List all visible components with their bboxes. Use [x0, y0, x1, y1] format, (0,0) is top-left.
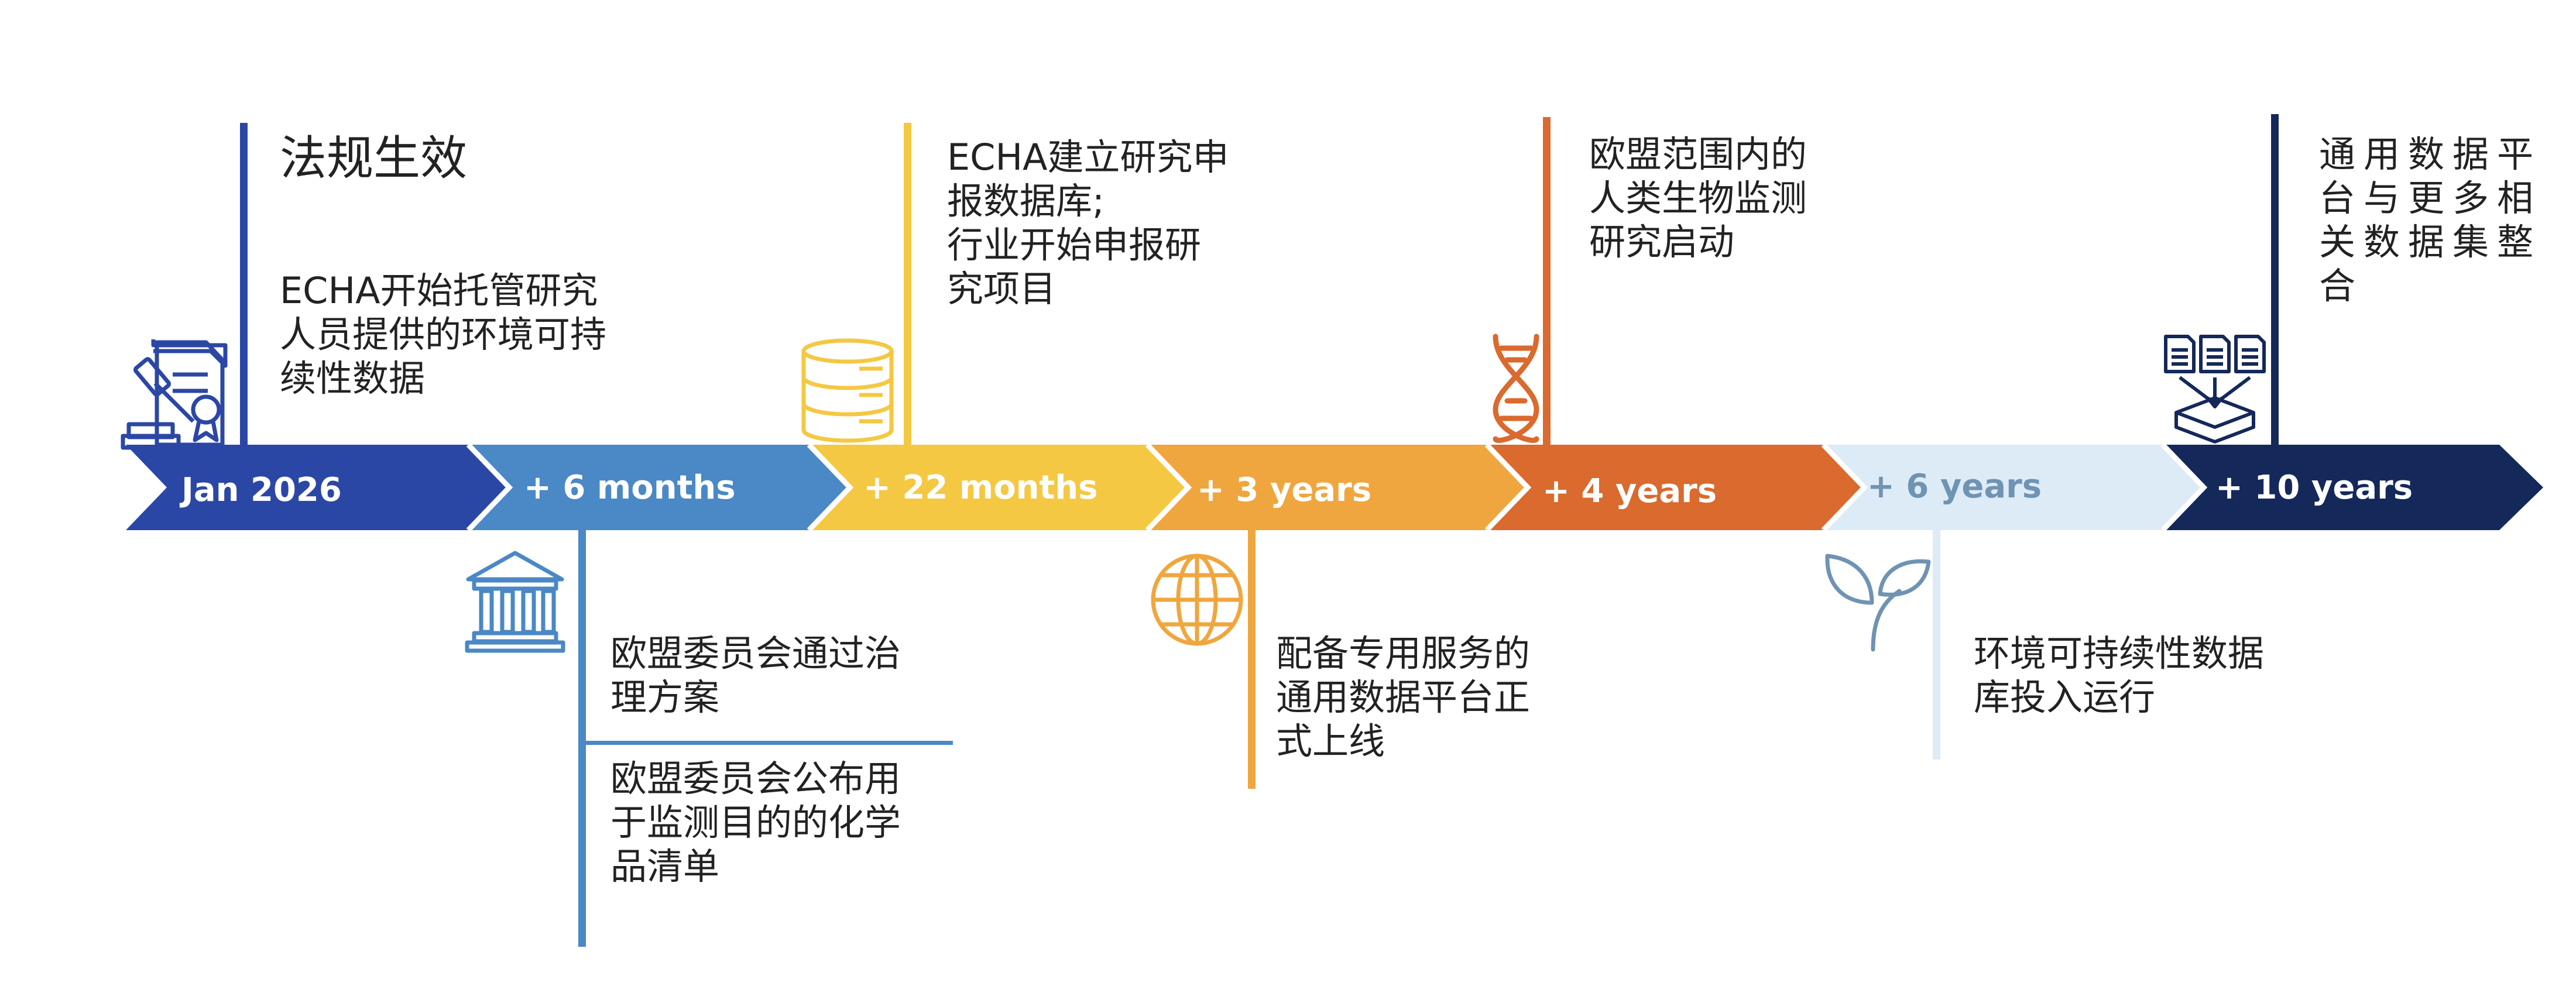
event-m22: ECHA建立研究申 报数据库; 行业开始申报研 究项目 — [947, 136, 1240, 310]
milestone-label-m22: + 22 months — [863, 469, 1098, 507]
chevron-y4 — [1487, 445, 1864, 530]
milestone-label-y3: + 3 years — [1197, 471, 1371, 509]
chevron-y10 — [2163, 445, 2543, 530]
event-m6-b: 欧盟委员会公布用 于监测目的的化学 品清单 — [610, 757, 913, 888]
database-icon — [801, 338, 894, 443]
event-y4: 欧盟范围内的 人类生物监测 研究启动 — [1589, 133, 1819, 263]
event-y10: 通用数据平 台与更多相 关数据集整 合 — [2319, 133, 2561, 307]
milestone-label-jan2026: Jan 2026 — [179, 471, 342, 509]
connector-m6 — [578, 525, 586, 947]
chevron-separators — [466, 442, 2208, 532]
connector-m22 — [904, 123, 911, 445]
chevron-m6 — [468, 445, 850, 530]
event-m6-a: 欧盟委员会通过治 理方案 — [610, 632, 913, 719]
event-y3: 配备专用服务的 通用数据平台正 式上线 — [1276, 632, 1542, 762]
milestone-label-m6: + 6 months — [524, 469, 736, 507]
law-gavel-icon — [121, 339, 228, 450]
plant-icon — [1825, 554, 1931, 652]
connector-y10 — [2271, 114, 2279, 445]
event-title-jan2026: 法规生效 — [280, 131, 467, 185]
chevron-y6 — [1823, 445, 2204, 530]
connector-y6 — [1933, 525, 1940, 760]
event-jan2026: ECHA开始托管研究 人员提供的环境可持 续性数据 — [280, 269, 618, 400]
connector-jan2026 — [240, 123, 248, 445]
milestone-label-y6: + 6 years — [1867, 468, 2042, 506]
connector-y3 — [1248, 525, 1256, 789]
milestone-label-y10: + 10 years — [2215, 469, 2413, 507]
globe-icon — [1151, 554, 1243, 646]
chevron-y3 — [1147, 445, 1528, 530]
event-y6: 环境可持续性数据 库投入运行 — [1974, 632, 2276, 719]
connector-y4 — [1543, 117, 1551, 445]
timeline-arrow — [126, 442, 2543, 532]
chevron-jan2026 — [126, 445, 509, 530]
dna-icon — [1493, 334, 1539, 444]
divider-m6 — [585, 741, 953, 745]
documents-integration-icon — [2164, 335, 2266, 444]
milestone-label-y4: + 4 years — [1542, 472, 1717, 510]
chevron-m22 — [809, 445, 1188, 530]
institution-building-icon — [465, 551, 565, 653]
